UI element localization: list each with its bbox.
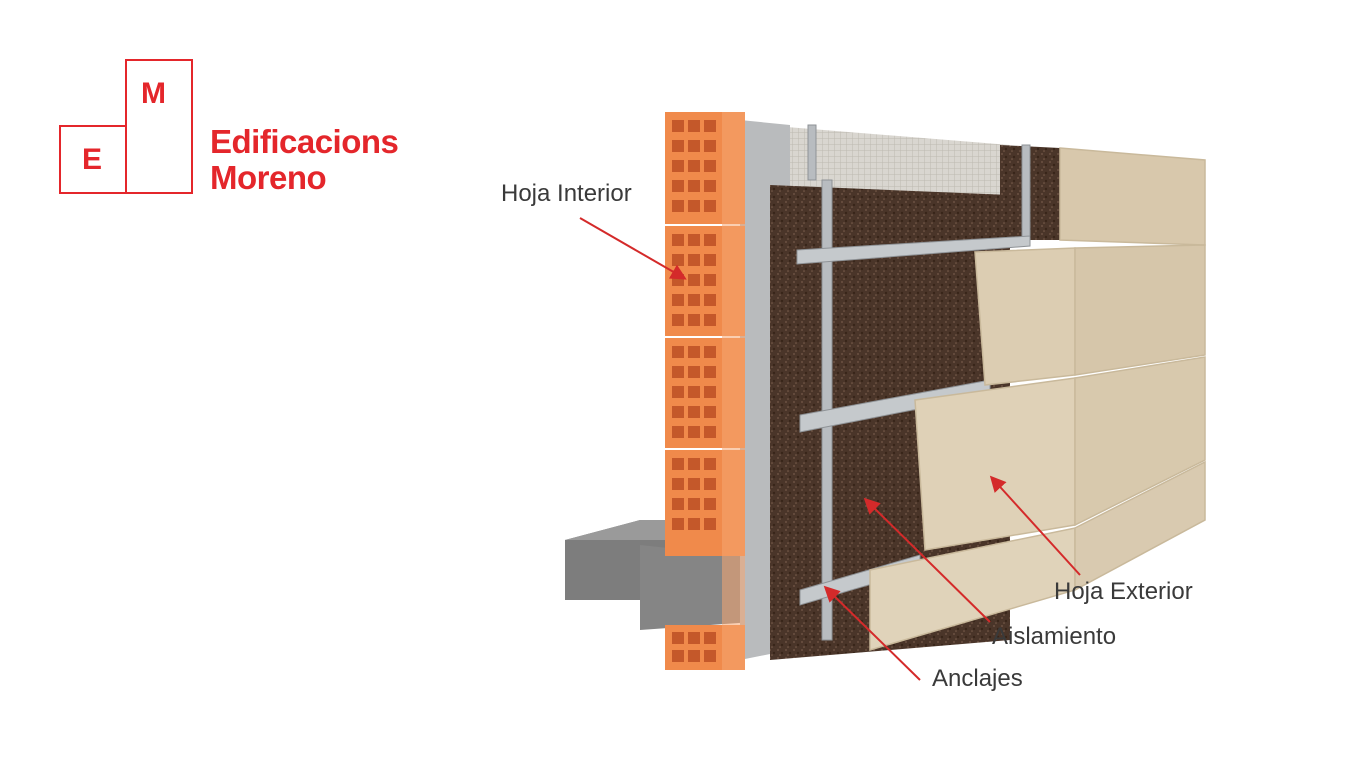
label-hoja-interior: Hoja Interior: [501, 180, 632, 207]
logo-letter-e: E: [82, 143, 103, 176]
company-name: Edificacions Moreno: [210, 123, 399, 196]
exterior-panels: [869, 147, 1206, 652]
logo-letter-m: M: [141, 77, 166, 110]
arrow-aislamiento: [863, 497, 991, 623]
arrow-anclajes: [823, 585, 921, 681]
company-name-line1: Edificacions: [210, 123, 399, 160]
company-logo: E M Edificacions Moreno: [0, 0, 450, 210]
arrow-hoja-interior: [579, 217, 687, 280]
arrow-hoja-exterior: [989, 475, 1081, 576]
label-aislamiento: Aislamiento: [992, 623, 1116, 650]
company-name-line2: Moreno: [210, 159, 327, 196]
label-anclajes: Anclajes: [932, 665, 1023, 692]
annotation-arrows: [579, 217, 1081, 681]
label-hoja-exterior: Hoja Exterior: [1054, 578, 1193, 605]
logo-box-m: [125, 59, 193, 194]
brick-wall: [665, 112, 745, 670]
